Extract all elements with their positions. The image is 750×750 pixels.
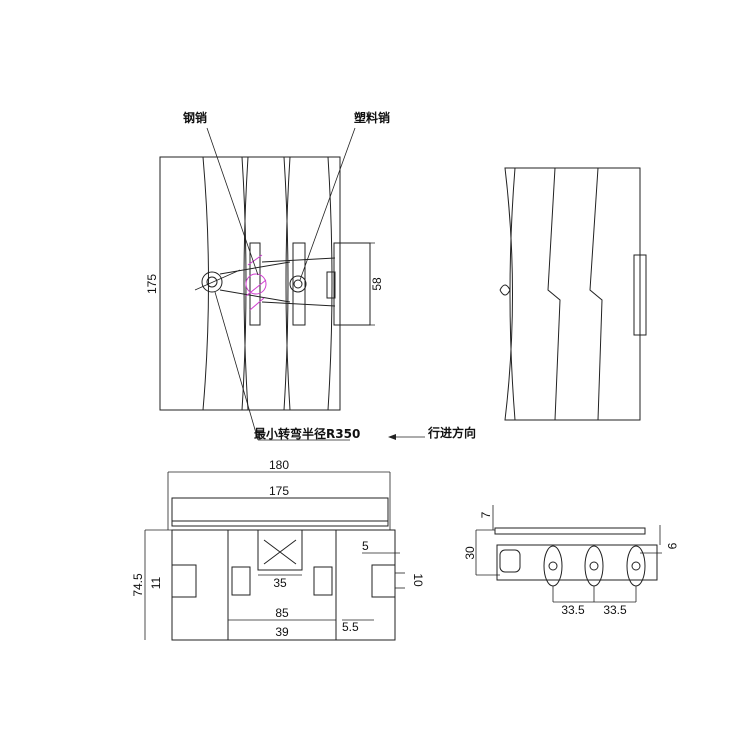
dim-33-5-b: 33.5 [603, 603, 627, 617]
dim-5-5: 5.5 [342, 620, 359, 634]
dim-175: 175 [269, 484, 289, 498]
label-plastic-pin: 塑料销 [354, 110, 390, 125]
cross-section: 180 175 35 85 39 74.5 11 10 5 5.5 [131, 458, 425, 641]
side-view [499, 167, 647, 421]
label-steel-pin: 钢销 [183, 110, 207, 125]
label-direction: 行进方向 [427, 425, 476, 440]
dim-35: 35 [273, 576, 287, 590]
top-plan-view: 58 175 钢销 塑料销 最小转弯半径R350 行进方向 [145, 110, 476, 441]
dim-11: 11 [149, 576, 163, 589]
dim-39: 39 [275, 625, 289, 639]
dim-30: 30 [463, 546, 477, 560]
dim-33-5-a: 33.5 [561, 603, 585, 617]
dim-5: 5 [362, 539, 369, 553]
dim-85: 85 [275, 606, 289, 620]
dim-58: 58 [370, 277, 384, 291]
dim-9: 9 [665, 543, 679, 550]
dim-10: 10 [411, 573, 425, 587]
dim-7: 7 [479, 511, 493, 518]
dim-175-vertical: 175 [145, 274, 159, 294]
side-detail: 30 7 9 33.5 33.5 [463, 505, 679, 617]
label-min-turn-radius: 最小转弯半径R350 [254, 426, 360, 441]
dim-74-5: 74.5 [131, 573, 145, 597]
dim-180: 180 [269, 458, 289, 472]
